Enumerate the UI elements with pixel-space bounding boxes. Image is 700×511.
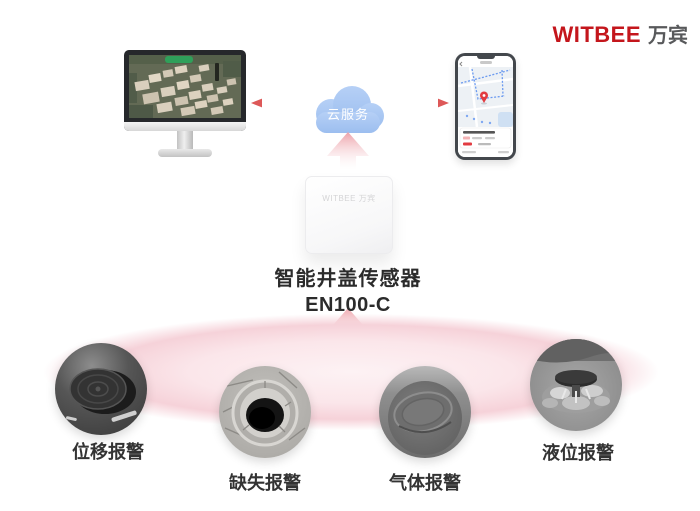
3d-city-map-graphic: [129, 55, 241, 118]
up-arrow-device-to-cloud: [327, 132, 369, 175]
monitor-chin: [124, 122, 246, 131]
dashed-arrow-to-phone: [386, 96, 450, 114]
dashed-arrow-to-monitor: [250, 96, 314, 114]
brand-logo: WITBEE 万宾: [552, 19, 688, 48]
monitor-stand-neck: [177, 131, 193, 150]
sensor-device: WITBEE 万宾: [305, 176, 393, 254]
cloud-service-icon: 云服务: [304, 82, 392, 134]
sensor-name: 智能井盖传感器: [274, 268, 422, 290]
alarm-photo-gas: [379, 366, 471, 458]
cloud-service-label: 云服务: [326, 107, 369, 122]
device-brand-marking: WITBEE 万宾: [322, 194, 376, 203]
monitor-screen-city-map: [129, 55, 241, 118]
alarm-label-liquid-level: 液位报警: [542, 443, 614, 463]
alarm-label-displacement: 位移报警: [72, 442, 144, 462]
monitor-illustration: [124, 50, 246, 157]
smartphone-illustration: [455, 53, 516, 160]
sensor-caption: 智能井盖传感器 EN100-C: [227, 262, 469, 317]
monitor-bezel: [124, 50, 246, 131]
brand-name-cn: 万宾: [648, 25, 688, 47]
mobile-map-graphic: [458, 56, 513, 157]
alarm-label-missing: 缺失报警: [229, 473, 301, 493]
brand-name-en: WITBEE: [552, 22, 641, 47]
alarm-photo-missing: [219, 366, 311, 458]
phone-notch: [476, 56, 495, 59]
sensor-model: EN100-C: [305, 294, 391, 316]
monitor-stand-base: [158, 149, 212, 157]
alarm-photo-liquid-level: [530, 339, 622, 431]
alarm-label-gas: 气体报警: [389, 473, 461, 493]
alarm-photo-displacement: [55, 343, 147, 435]
phone-screen-map: [458, 56, 513, 157]
